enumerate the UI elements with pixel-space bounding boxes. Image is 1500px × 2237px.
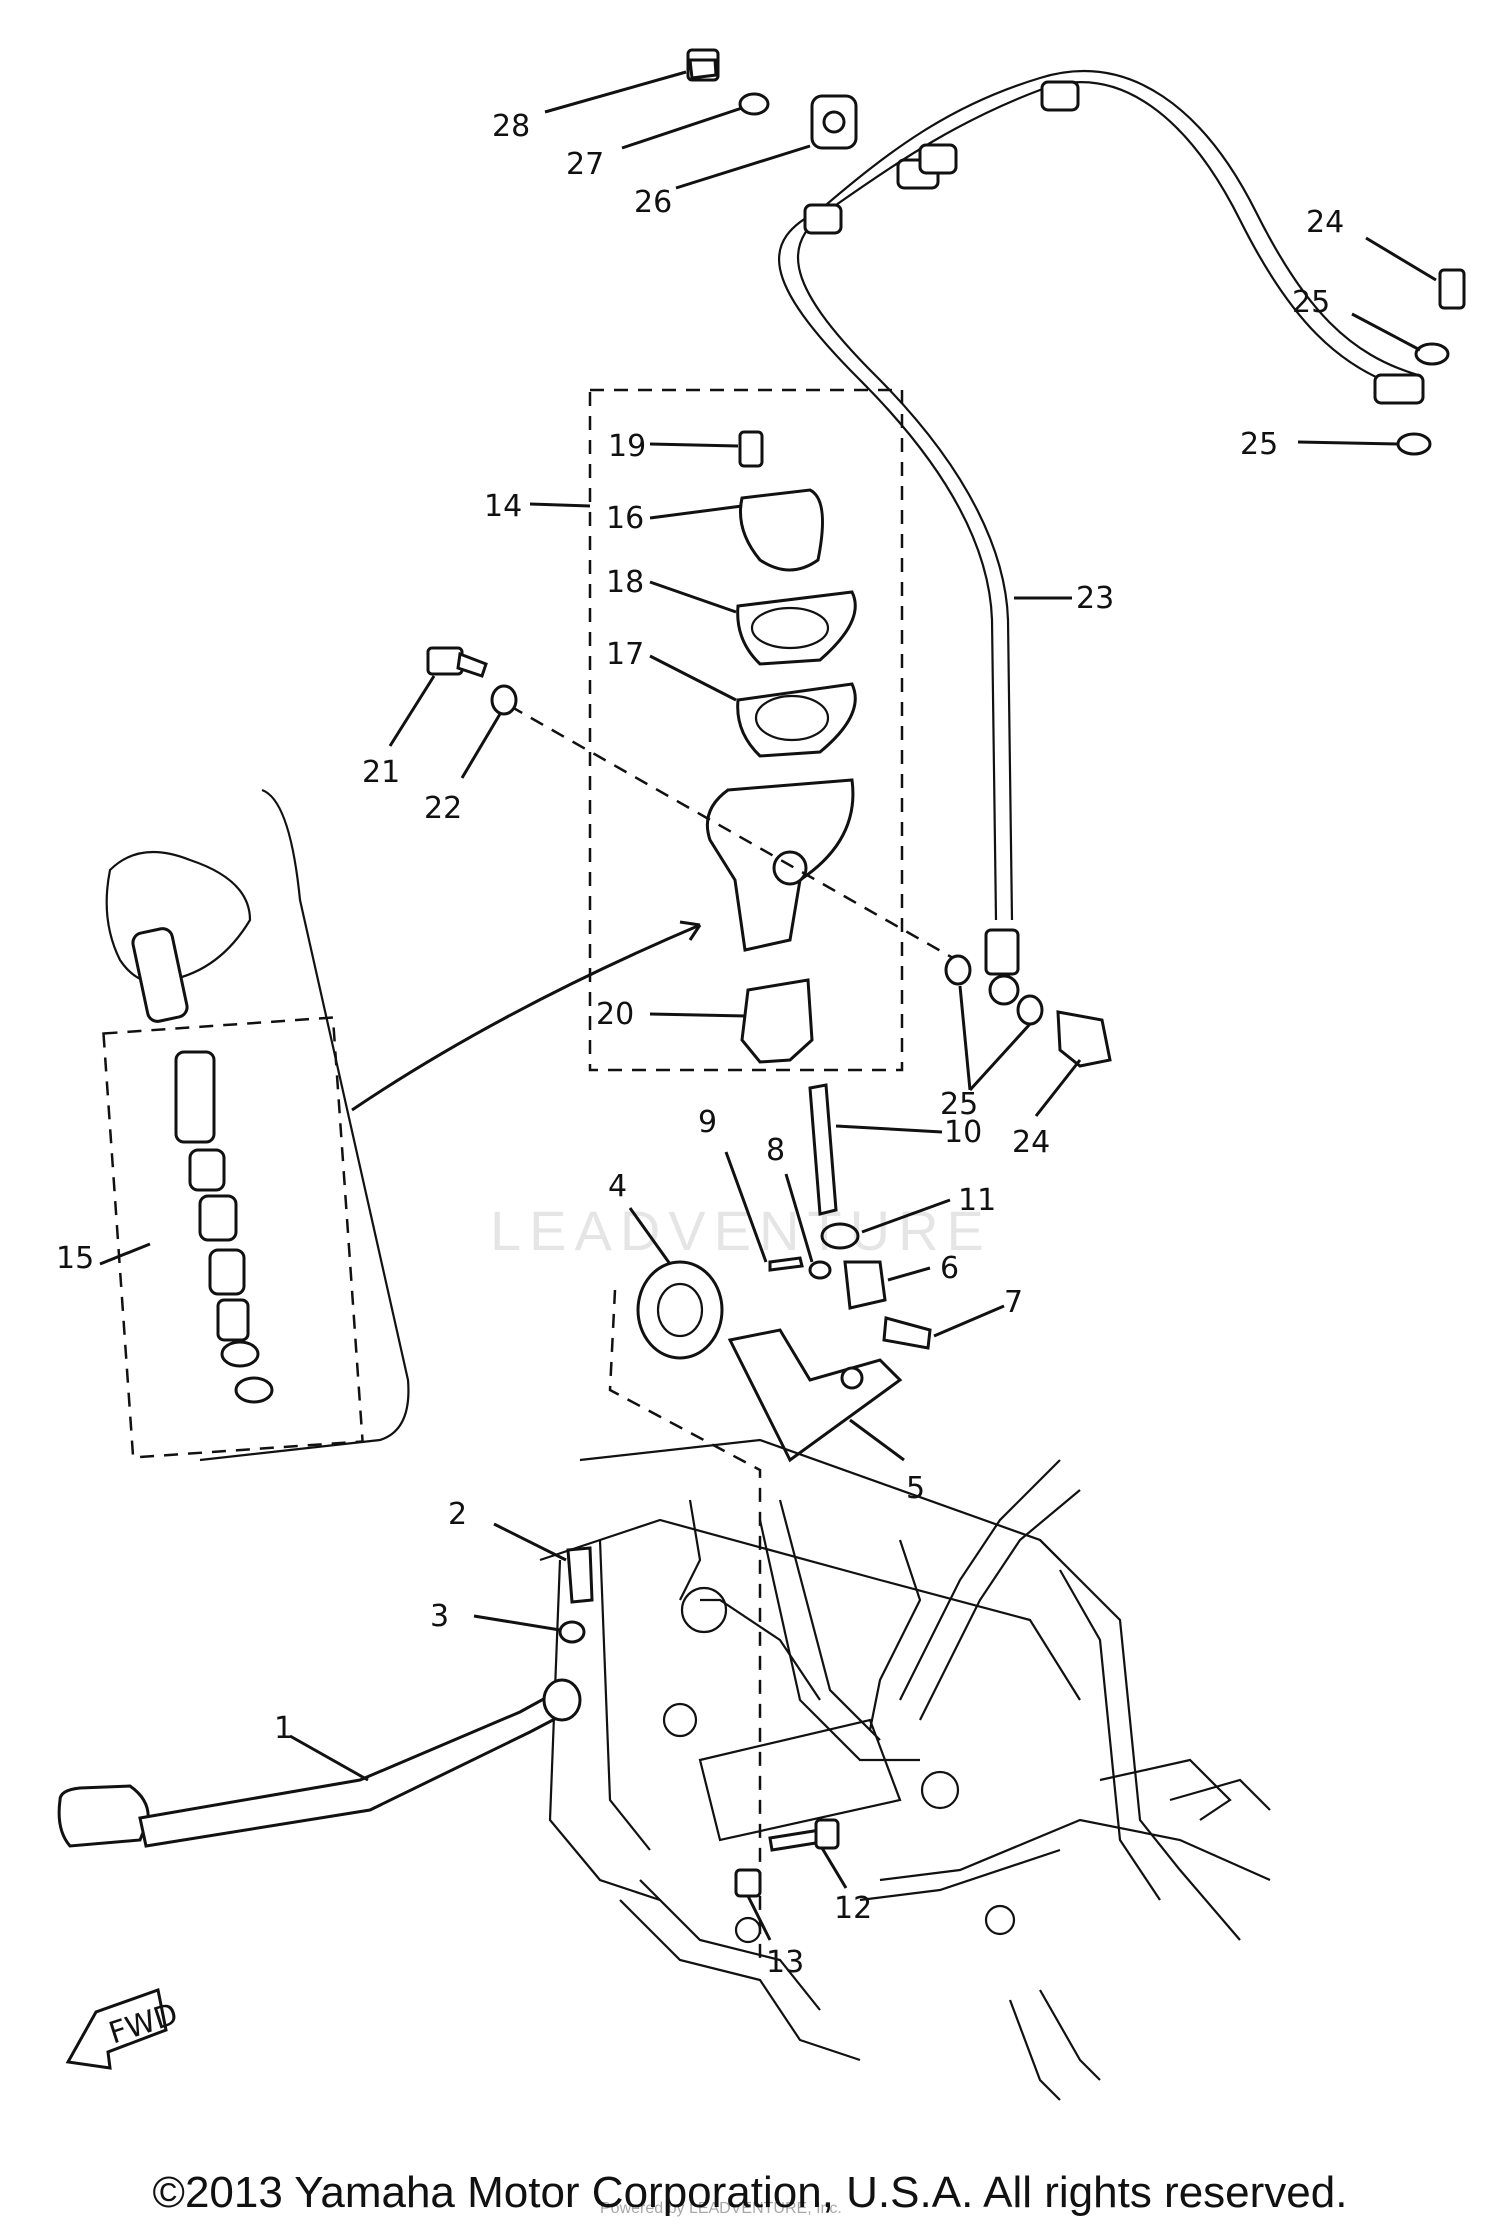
label-25-upper: 25 bbox=[1292, 285, 1330, 320]
label-18: 18 bbox=[606, 565, 644, 600]
watermark-brand: LEADVENTURE bbox=[490, 1199, 992, 1262]
label-20: 20 bbox=[596, 997, 634, 1032]
label-24-top: 24 bbox=[1306, 205, 1344, 240]
label-23: 23 bbox=[1076, 581, 1114, 616]
label-1: 1 bbox=[274, 1711, 293, 1746]
label-10: 10 bbox=[944, 1115, 982, 1150]
label-15: 15 bbox=[56, 1241, 94, 1276]
label-9: 9 bbox=[698, 1105, 717, 1140]
label-17: 17 bbox=[606, 637, 644, 672]
frame-drawing bbox=[539, 1438, 1271, 2101]
label-28: 28 bbox=[492, 109, 530, 144]
inset-panel bbox=[102, 788, 702, 1462]
right-banjo-hardware bbox=[1396, 268, 1466, 456]
brake-pedal bbox=[57, 1678, 582, 1848]
label-7: 7 bbox=[1004, 1285, 1023, 1320]
shaft-dash bbox=[608, 1289, 762, 1960]
fwd-arrow: FWD bbox=[65, 1988, 182, 2070]
label-24-bottom: 24 bbox=[1012, 1125, 1050, 1160]
top-fittings bbox=[686, 48, 858, 150]
pedal-shaft bbox=[636, 1260, 903, 1463]
label-3: 3 bbox=[430, 1599, 449, 1634]
master-cylinder-parts bbox=[705, 430, 857, 1064]
brake-hose bbox=[777, 70, 1425, 1006]
label-27: 27 bbox=[566, 147, 604, 182]
label-11: 11 bbox=[958, 1183, 996, 1218]
label-13: 13 bbox=[766, 1945, 804, 1980]
copyright-notice: ©2013 Yamaha Motor Corporation, U.S.A. A… bbox=[152, 2168, 1348, 2217]
label-2: 2 bbox=[448, 1497, 467, 1532]
label-22: 22 bbox=[424, 791, 462, 826]
label-19: 19 bbox=[608, 429, 646, 464]
push-rod-linkage bbox=[768, 1083, 932, 1350]
label-4: 4 bbox=[608, 1169, 627, 1204]
label-25-bottom: 25 bbox=[940, 1087, 978, 1122]
label-21: 21 bbox=[362, 755, 400, 790]
master-cylinder-box bbox=[588, 388, 904, 1072]
label-26: 26 bbox=[634, 185, 672, 220]
label-16: 16 bbox=[606, 501, 644, 536]
lower-banjo-hardware bbox=[944, 954, 1112, 1068]
label-6: 6 bbox=[940, 1251, 959, 1286]
watermark-sub: Powered by LEADVENTURE, Inc. bbox=[600, 2200, 842, 2217]
callouts: 28 27 26 24 25 25 19 14 16 18 17 23 bbox=[56, 70, 1437, 1980]
label-14: 14 bbox=[484, 489, 522, 524]
label-5: 5 bbox=[906, 1471, 925, 1506]
label-8: 8 bbox=[766, 1133, 785, 1168]
label-25-lower: 25 bbox=[1240, 427, 1278, 462]
label-12: 12 bbox=[834, 1891, 872, 1926]
